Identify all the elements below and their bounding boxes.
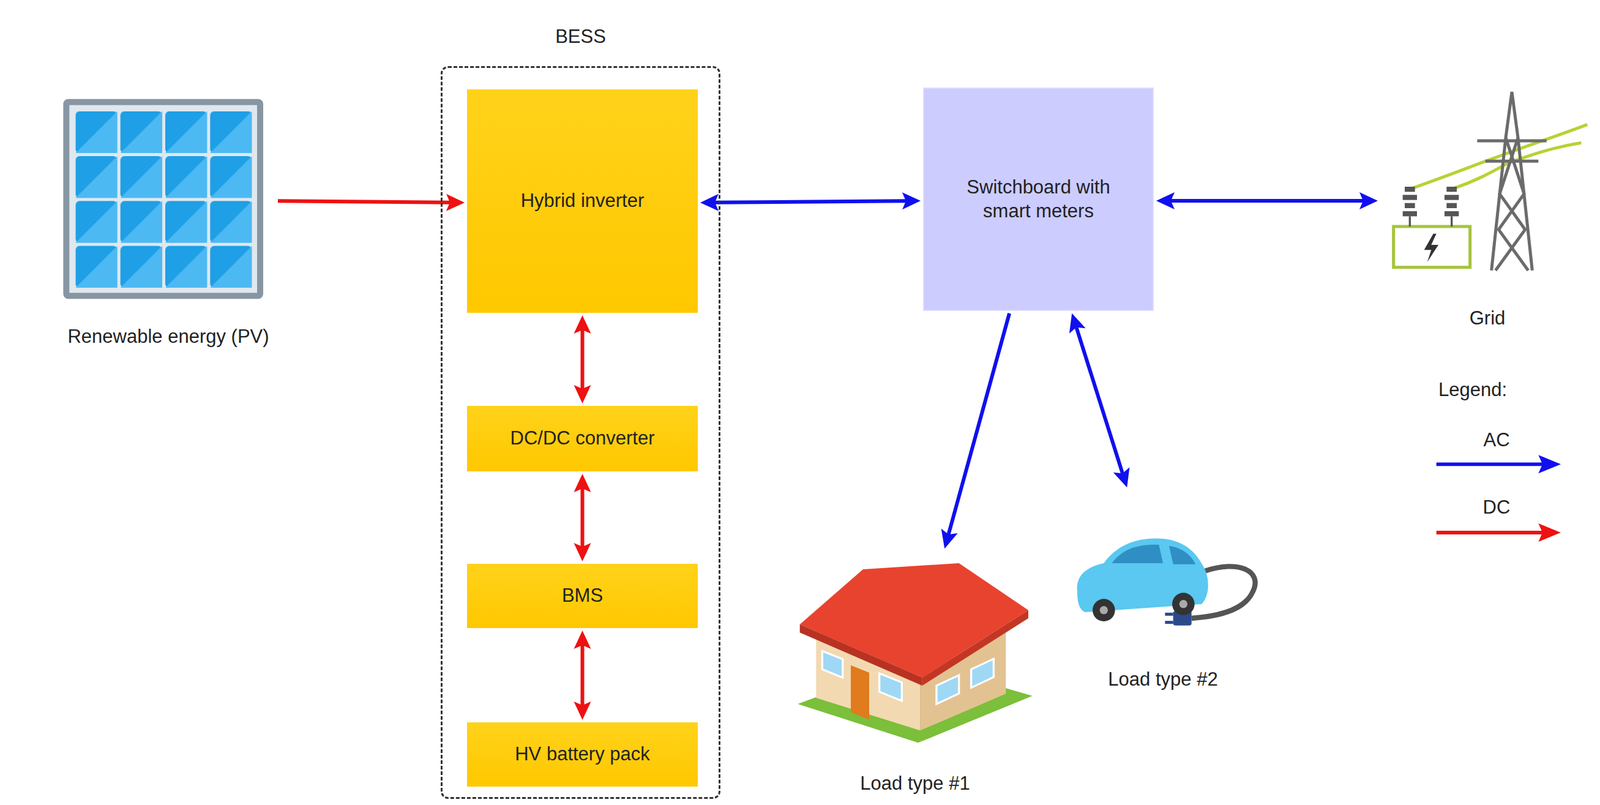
house-icon [797, 563, 1032, 743]
pv-panel [63, 99, 264, 300]
node-label: BESS [442, 25, 719, 49]
arrowhead [941, 528, 958, 550]
car-icon [1077, 538, 1256, 626]
node-label: Load type #1 [789, 771, 1041, 796]
arrowhead [574, 542, 592, 562]
arrowhead [574, 473, 592, 493]
connector [574, 315, 592, 404]
connector [941, 313, 1010, 549]
connector-line [1076, 327, 1122, 474]
arrowhead [902, 192, 921, 210]
arrowhead [574, 385, 592, 404]
legend-text: AC [1483, 428, 1510, 453]
connector [277, 194, 465, 212]
connector-line [580, 488, 585, 547]
arrowhead [574, 630, 592, 649]
arrowhead [574, 701, 592, 720]
connector-line [580, 645, 585, 706]
node-label: Load type #2 [1065, 667, 1261, 692]
legend-text: DC [1483, 495, 1511, 520]
connector-line [948, 313, 1010, 535]
arrowhead [1359, 192, 1378, 210]
node-label: Renewable energy (PV) [61, 325, 276, 349]
legend-title: Legend: [1438, 378, 1507, 403]
bess-group: BESSHybrid inverterDC/DC converterBMSHV … [440, 66, 721, 799]
grid-node: Grid [1380, 85, 1595, 331]
box-label: HV battery pack [514, 742, 651, 767]
connector [700, 192, 921, 211]
legend-samples [1436, 454, 1561, 542]
connector-line [580, 329, 585, 389]
connector-line [1170, 198, 1364, 203]
connector [1069, 313, 1130, 488]
pv-node: Renewable energy (PV) [61, 97, 276, 349]
box-label: Switchboard with smart meters [953, 175, 1125, 224]
process-box: HV battery pack [467, 722, 698, 787]
arrowhead [1156, 192, 1175, 210]
house-node: Load type #1 [789, 550, 1041, 796]
arrowhead [574, 315, 592, 334]
grid-icon [1393, 91, 1588, 271]
connector-line [714, 200, 906, 203]
connector [574, 473, 592, 562]
car-node: Load type #2 [1065, 489, 1261, 692]
arrowhead [446, 194, 465, 212]
process-box: Hybrid inverter [467, 89, 698, 313]
box-label: BMS [561, 583, 603, 608]
box-label: Hybrid inverter [520, 189, 645, 214]
arrowhead [1069, 313, 1086, 334]
arrowhead [700, 194, 719, 212]
box-label: DC/DC converter [510, 426, 655, 451]
connector-line [277, 200, 450, 203]
switchboard-box: Switchboard with smart meters [923, 87, 1154, 311]
process-box: BMS [467, 563, 698, 629]
process-box: DC/DC converter [467, 405, 698, 472]
arrowhead [1113, 467, 1130, 488]
node-label: Grid [1380, 306, 1595, 331]
connector [574, 630, 592, 720]
connector [1156, 192, 1378, 210]
